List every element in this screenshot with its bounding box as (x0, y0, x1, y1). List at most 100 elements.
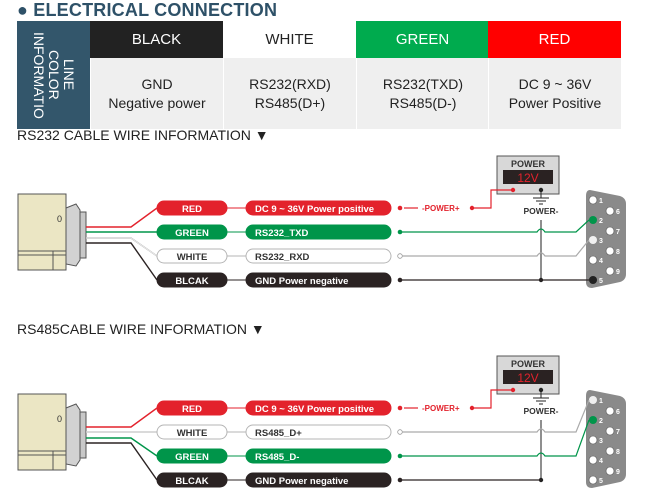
db9-pin-number: 5 (599, 278, 603, 285)
wire-signal-label: RS232_RXD (255, 252, 310, 263)
wire-end-dot (397, 277, 403, 283)
db9-pin-number: 7 (616, 429, 620, 436)
db9-pin-7 (605, 426, 615, 436)
device-mark: 0 (57, 214, 62, 224)
color-header: WHITE (223, 21, 356, 58)
color-column-black: BLACK GND Negative power (90, 21, 223, 129)
db9-pin-number: 3 (599, 238, 603, 245)
power-dot (469, 205, 475, 211)
wire-signal-pill (245, 200, 392, 216)
wire-route-green (402, 219, 590, 233)
wire-color-label: BLCAK (175, 276, 208, 287)
color-description: RS232(RXD) RS485(D+) (223, 58, 356, 129)
wire-line (86, 242, 158, 281)
wire-color-label: GREEN (175, 452, 209, 463)
description-line: GND (141, 75, 173, 92)
wire-signal-label: GND Power negative (255, 476, 348, 487)
rs485-diagram-title: RS485CABLE WIRE INFORMATION ▼ (17, 321, 265, 337)
wire-signal-label: RS485_D- (255, 452, 299, 463)
db9-pin-number: 9 (616, 269, 620, 276)
db9-pin-number: 6 (616, 409, 620, 416)
description-line: Negative power (108, 94, 206, 111)
wire-signal-label: GND Power negative (255, 276, 348, 287)
color-column-green: GREEN RS232(TXD) RS485(D-) (356, 21, 489, 129)
wire-line (86, 437, 158, 457)
db9-pin-number: 6 (616, 209, 620, 216)
wire-signal-label: DC 9 ~ 36V Power positive (255, 204, 374, 215)
db9-pin-number: 4 (599, 458, 603, 465)
device-body (17, 193, 67, 271)
wire-red: RED DC 9 ~ 36V Power positive (86, 400, 403, 428)
wire-white: WHITE RS232_RXD (86, 237, 403, 264)
wire-color-label: RED (182, 404, 202, 415)
db9-pin-8 (605, 446, 615, 456)
db9-pin-1 (588, 195, 598, 205)
power-negative-label: POWER- (524, 206, 559, 216)
db9-pin-6 (605, 406, 615, 416)
wire-signal-pill (245, 272, 392, 288)
wire-signal-label: RS232_TXD (255, 228, 308, 239)
db9-pin-number: 8 (616, 449, 620, 456)
power-supply-title: POWER (511, 359, 546, 369)
wire-signal-pill (245, 424, 392, 440)
cable-gland-ring (79, 211, 87, 259)
db9-pin-2 (589, 216, 597, 224)
description-line: RS232(RXD) (249, 75, 331, 92)
wire-signal-pill (245, 472, 392, 488)
db9-pin-number: 1 (599, 198, 603, 205)
wire-signal-pill (245, 400, 392, 416)
description-line: RS232(TXD) (382, 75, 464, 92)
wire-end-dot (397, 429, 403, 435)
db9-pin-number: 9 (616, 469, 620, 476)
description-line: DC 9 ~ 36V (518, 75, 592, 92)
color-column-red: RED DC 9 ~ 36V Power Positive (488, 21, 621, 129)
wire-line (86, 237, 158, 257)
wire-end-dot (397, 253, 403, 259)
db9-shell (586, 390, 626, 488)
line-color-info-header: LINE COLOR INFORMATIO (17, 21, 90, 129)
wire-color-label: GREEN (175, 228, 209, 239)
power-display (503, 370, 553, 384)
db9-pin-number: 3 (599, 438, 603, 445)
sensor-device: 0 (17, 193, 87, 271)
db9-pin-4 (588, 455, 598, 465)
wire-line (86, 207, 158, 228)
db9-pin-9 (605, 266, 615, 276)
wire-end-dot (397, 477, 403, 483)
description-line: RS485(D-) (389, 94, 457, 111)
power-display (503, 170, 553, 184)
wire-black: BLCAK GND Power negative (86, 242, 403, 288)
wire-signal-label: DC 9 ~ 36V Power positive (255, 404, 374, 415)
db9-pin-8 (605, 246, 615, 256)
power-positive-label: -POWER+ (422, 404, 460, 413)
db9-pin-7 (605, 226, 615, 236)
db9-pin-5 (588, 475, 598, 485)
wire-end-dot (397, 205, 403, 211)
wire-signal-label: RS485_D+ (255, 428, 302, 439)
wire-signal-pill (245, 224, 392, 240)
db9-pin-9 (605, 466, 615, 476)
cable-gland-nut (65, 203, 81, 267)
line-color-info-label: LINE COLOR INFORMATIO (31, 31, 77, 119)
db9-pin-number: 2 (599, 218, 603, 225)
db9-pin-number: 7 (616, 229, 620, 236)
db9-pin-5 (589, 276, 597, 284)
db9-pin-number: 1 (599, 398, 603, 405)
wire-end-dot (397, 405, 403, 411)
color-column-white: WHITE RS232(RXD) RS485(D+) (223, 21, 356, 129)
color-header: GREEN (356, 21, 489, 58)
description-line: Power Positive (508, 94, 602, 111)
db9-pin-1 (589, 396, 597, 404)
power-positive-label: -POWER+ (422, 204, 460, 213)
db9-pin-2 (589, 416, 597, 424)
wire-color-label: WHITE (177, 252, 208, 263)
color-description: RS232(TXD) RS485(D-) (356, 58, 489, 129)
db9-pin-4 (588, 255, 598, 265)
